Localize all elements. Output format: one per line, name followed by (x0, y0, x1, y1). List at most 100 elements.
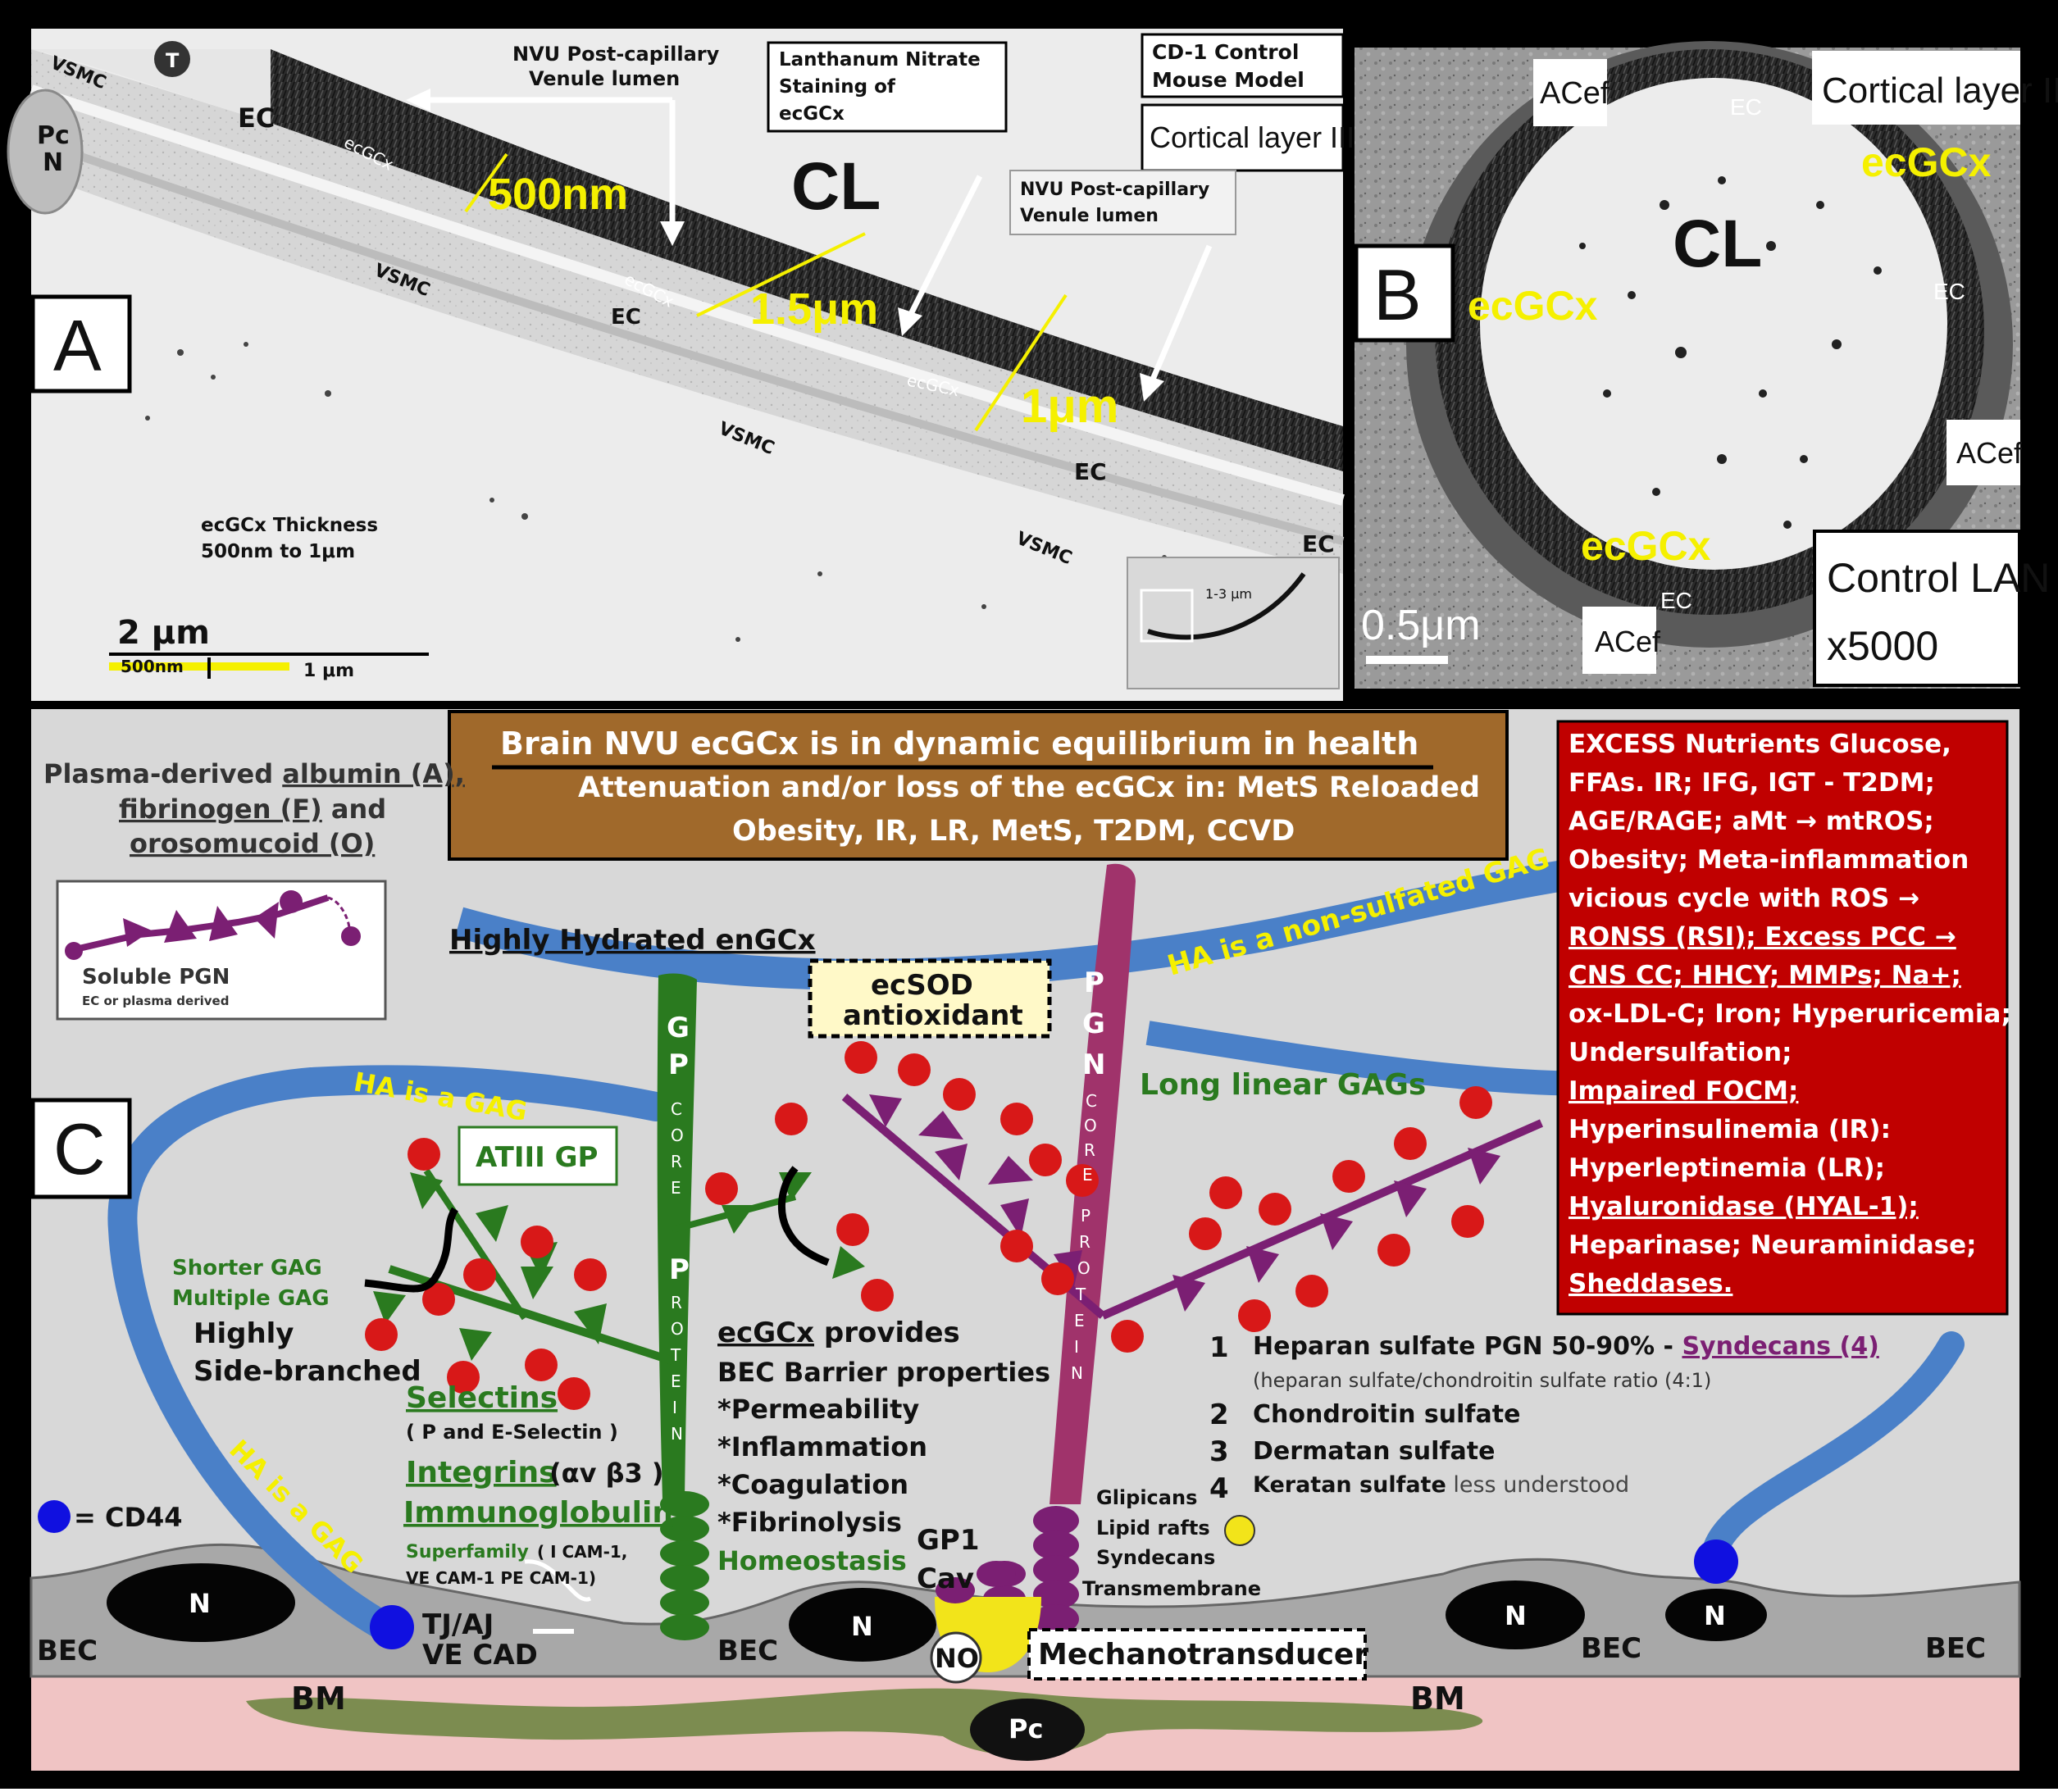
red-risk-line-10: Impaired FOCM; (1569, 1076, 1798, 1106)
selectins-label: Selectins (406, 1381, 558, 1415)
sulfate-n4: 4 (1209, 1472, 1229, 1505)
plasma-line2-a: fibrinogen (F) (119, 794, 322, 825)
cd1-box (1141, 33, 1345, 98)
gp-letter-c: C (671, 1099, 682, 1119)
control-box (1813, 530, 2021, 687)
bec-nucleus-2 (789, 1588, 936, 1662)
scalebar-2um: 2 μm (117, 614, 210, 652)
pericyte-nucleus (7, 89, 84, 215)
venule-arrows (406, 89, 1213, 402)
homeostasis-label: Homeostasis (717, 1545, 907, 1576)
label-ec-1: EC (238, 102, 275, 134)
pgn-letter-r: R (1084, 1140, 1095, 1160)
gp-letter-e2: E (671, 1371, 681, 1391)
shorter-gag: Shorter GAG (172, 1256, 322, 1280)
pgn-letter-p: P (1084, 966, 1104, 999)
thickness-line2: 500nm to 1μm (201, 541, 355, 562)
pgn-letter-e: E (1082, 1165, 1093, 1185)
plasma-line3: orosomucoid (O) (130, 828, 375, 859)
ecgcx-b-1: ecGCx (1861, 139, 1992, 185)
bec-label-3: BEC (1581, 1632, 1641, 1665)
superfamily-sub1: ( I CAM-1, (537, 1542, 627, 1562)
gp-letter-p: P (668, 1048, 689, 1081)
no-label: NO (935, 1643, 979, 1674)
mechanotransducer-label: Mechanotransducer (1038, 1638, 1368, 1671)
red-risk-line-9: Undersulfation; (1569, 1038, 1792, 1067)
red-risk-line-1: EXCESS Nutrients Glucose, (1569, 730, 1951, 759)
glipicans-line3: Syndecans (1096, 1546, 1215, 1569)
gp1-label: GP1 (917, 1524, 979, 1557)
gp-letter-o2: O (671, 1319, 684, 1339)
inset-zoom-box (1140, 589, 1194, 643)
acef-box-2 (1946, 420, 2020, 485)
sulfate-line3: Dermatan sulfate (1253, 1437, 1495, 1466)
header-line1: Brain NVU ecGCx is in dynamic equilibriu… (500, 725, 1418, 762)
acef-label-2: ACef (1956, 436, 2023, 470)
header-line3: Obesity, IR, LR, MetS, T2DM, CCVD (732, 815, 1295, 848)
bec-label-2: BEC (717, 1635, 778, 1667)
red-risk-line-6: RONSS (RSI); Excess PCC → (1569, 922, 1956, 952)
cd44-circle-1 (370, 1605, 414, 1649)
red-risk-line-13: Hyaluronidase (HYAL-1); (1569, 1192, 1919, 1221)
red-risk-lines: EXCESS Nutrients Glucose, FFAs. IR; IFG, … (1569, 730, 2011, 1299)
pgn-letter-t: T (1075, 1285, 1086, 1304)
sulfate-line4-a: Keratan sulfate (1253, 1472, 1446, 1498)
n-label-3: N (1505, 1600, 1527, 1631)
scalebar-b-line (1366, 656, 1448, 664)
pgn-letter-n2: N (1071, 1363, 1083, 1383)
panel-b: ACef ACef ACef Cortical layer III EC EC … (1354, 41, 2058, 689)
provides-item-4: *Coagulation (717, 1469, 908, 1500)
ecgcx-b-2: ecGCx (1468, 283, 1598, 329)
provides-item-1: BEC Barrier properties (717, 1357, 1050, 1388)
integrins-label: Integrins (406, 1456, 557, 1490)
cd44-legend: = CD44 (74, 1502, 183, 1533)
cortical-b-box (1812, 51, 2020, 125)
sulfate-line1: Heparan sulfate PGN 50-90% - Syndecans (… (1253, 1332, 1879, 1361)
immunoglobulin-label: Immunoglobulin (403, 1496, 673, 1530)
inset-vessel (1147, 572, 1306, 640)
pc-label-c: Pc (1009, 1713, 1043, 1744)
measure-line-15 (696, 232, 866, 317)
bec-nucleus-1 (107, 1563, 295, 1642)
gag-triangles-green (373, 1172, 865, 1361)
gp-letter-n: N (671, 1424, 683, 1444)
red-risk-line-2: FFAs. IR; IFG, IGT - T2DM; (1569, 768, 1935, 798)
lipid-raft-icon (1224, 1515, 1255, 1546)
bracket-right (777, 1166, 830, 1267)
bec-nucleus-3 (1446, 1581, 1585, 1649)
gp-letter-p2: P (669, 1253, 690, 1286)
mechanotransducer-box (1027, 1628, 1367, 1681)
lanthanum-line3: ecGCx (779, 103, 845, 125)
glipicans-line1: Glipicans (1096, 1486, 1197, 1509)
superfamily-label: Superfamily (406, 1542, 529, 1562)
label-cl-a: CL (791, 149, 881, 224)
cd44-circle-2 (1694, 1540, 1738, 1584)
bec-label-1: BEC (37, 1635, 98, 1667)
venule-right-box (1009, 170, 1236, 235)
logo-letter: T (166, 49, 180, 72)
pgn-letter-g: G (1082, 1007, 1105, 1040)
pericyte-nucleus-c (970, 1699, 1085, 1761)
gag-red-nodes-right (845, 1041, 1492, 1353)
gp-letter-i: I (672, 1398, 677, 1417)
vessel-wall-light-line (29, 84, 1345, 506)
plasma-line2-b: and (322, 794, 386, 825)
panel-a-label: A (53, 305, 102, 386)
red-risk-line-3: AGE/RAGE; aMt → mtROS; (1569, 807, 1934, 836)
pgn-letter-c: C (1086, 1091, 1097, 1111)
header-box (448, 710, 1509, 861)
gp-core-letters: G P C O R E P R O T E I N (667, 1012, 690, 1444)
label-n: N (43, 148, 63, 177)
red-risk-line-14: Heparinase; Neuraminidase; (1569, 1230, 1977, 1260)
ha-ribbon-top (454, 845, 1691, 990)
venule-top-line1: NVU Post-capillary (512, 43, 720, 66)
vessel-wall-band (31, 49, 1343, 574)
cav-label: Cav (917, 1562, 974, 1595)
measure-500nm: 500nm (488, 170, 628, 219)
cortical-a-label: Cortical layer III (1150, 121, 1355, 154)
highly-label: Highly (194, 1317, 294, 1350)
selectins-sub: ( P and E-Selectin ) (406, 1421, 618, 1444)
ec-b-2: EC (1933, 279, 1965, 304)
